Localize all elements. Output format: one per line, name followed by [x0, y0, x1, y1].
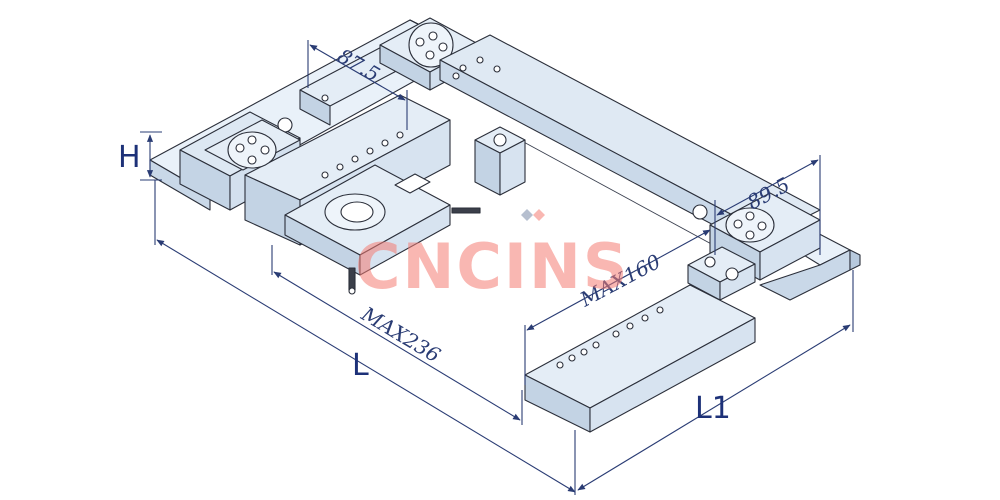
dim-length-right-label: L1 — [695, 391, 731, 426]
dim-height-label: H — [118, 140, 141, 175]
dim-length-label: L — [352, 348, 369, 383]
brand-watermark: CNCINS — [355, 209, 630, 303]
dim-max236-label: MAX236 — [357, 301, 445, 367]
dimension-lines — [140, 40, 854, 495]
left-disc-block — [204, 119, 301, 171]
watermark-logo-icon — [521, 209, 545, 221]
watermark-text: CNCINS — [355, 230, 630, 303]
center-post — [474, 126, 526, 196]
